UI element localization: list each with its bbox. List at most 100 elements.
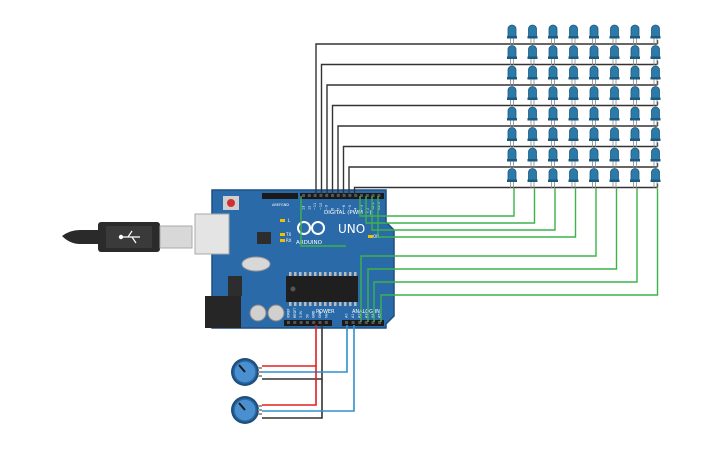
led-r7-c5[interactable] xyxy=(609,168,620,189)
led-r2-c5[interactable] xyxy=(609,65,620,86)
led-r3-c4[interactable] xyxy=(589,86,599,107)
arduino-uno-board[interactable]: UNO ARDUINO DIGITAL (PWM ~) POWER ANALOG… xyxy=(194,189,395,329)
led-r7-c1[interactable] xyxy=(527,168,538,189)
led-r1-c2[interactable] xyxy=(548,45,558,66)
potentiometer-1[interactable] xyxy=(231,358,262,386)
led-r5-c4[interactable] xyxy=(589,127,599,148)
led-r7-c6[interactable] xyxy=(630,168,640,189)
digital-pin-12[interactable] xyxy=(371,194,375,197)
potentiometer-wire-4 xyxy=(262,379,323,419)
led-r5-c6[interactable] xyxy=(630,127,640,148)
led-r0-c2[interactable] xyxy=(548,24,558,45)
led-r3-c1[interactable] xyxy=(527,86,538,107)
digital-pin-2[interactable] xyxy=(313,194,317,197)
led-r5-c5[interactable] xyxy=(609,127,620,148)
led-r4-c6[interactable] xyxy=(630,106,640,127)
led-r5-c0[interactable] xyxy=(507,127,517,148)
led-r1-c7[interactable] xyxy=(650,45,661,66)
analog-pin-4[interactable] xyxy=(371,321,375,324)
row-wire-0 xyxy=(315,43,658,194)
power-pin-1[interactable] xyxy=(293,321,297,324)
led-r6-c3[interactable] xyxy=(568,147,579,168)
led-r2-c3[interactable] xyxy=(568,65,579,86)
digital-pin-5[interactable] xyxy=(331,194,334,197)
led-r0-c0[interactable] xyxy=(507,24,517,45)
led-r1-c3[interactable] xyxy=(568,45,579,66)
led-r1-c0[interactable] xyxy=(507,45,517,66)
digital-pin-9[interactable] xyxy=(354,194,358,197)
analog-pin-2[interactable] xyxy=(358,321,362,324)
led-r4-c1[interactable] xyxy=(527,106,538,127)
led-r4-c7[interactable] xyxy=(650,106,661,127)
led-r3-c3[interactable] xyxy=(568,86,579,107)
led-r3-c5[interactable] xyxy=(609,86,620,107)
potentiometer-2[interactable] xyxy=(231,396,262,424)
power-pin-6[interactable] xyxy=(324,321,328,324)
led-r5-c3[interactable] xyxy=(568,127,579,148)
digital-pin-1[interactable] xyxy=(307,194,311,197)
led-r3-c2[interactable] xyxy=(548,86,558,107)
led-r0-c1[interactable] xyxy=(527,24,538,45)
led-r1-c5[interactable] xyxy=(609,45,620,66)
led-r1-c4[interactable] xyxy=(589,45,599,66)
led-r6-c0[interactable] xyxy=(507,147,517,168)
led-r2-c1[interactable] xyxy=(527,65,538,86)
led-r4-c5[interactable] xyxy=(609,106,620,127)
led-matrix[interactable] xyxy=(507,24,661,189)
led-r0-c6[interactable] xyxy=(630,24,640,45)
led-r2-c4[interactable] xyxy=(589,65,599,86)
led-r3-c0[interactable] xyxy=(507,86,517,107)
led-r2-c0[interactable] xyxy=(507,65,517,86)
digital-pin-10[interactable] xyxy=(360,194,363,197)
led-r0-c3[interactable] xyxy=(568,24,579,45)
digital-pin-11[interactable] xyxy=(365,194,369,197)
power-pin-0[interactable] xyxy=(287,321,290,324)
analog-pin-5[interactable] xyxy=(378,321,381,324)
analog-pin-1[interactable] xyxy=(351,321,355,324)
analog-pin-0[interactable] xyxy=(345,321,348,324)
led-r5-c2[interactable] xyxy=(548,127,558,148)
digital-pin-3[interactable] xyxy=(319,194,323,197)
led-r7-c3[interactable] xyxy=(568,168,579,189)
led-r6-c4[interactable] xyxy=(589,147,599,168)
led-r7-c2[interactable] xyxy=(548,168,558,189)
digital-pin-7[interactable] xyxy=(342,194,346,197)
led-r5-c7[interactable] xyxy=(650,127,661,148)
led-r2-c6[interactable] xyxy=(630,65,640,86)
led-r6-c5[interactable] xyxy=(609,147,620,168)
led-r1-c6[interactable] xyxy=(630,45,640,66)
digital-pin-0[interactable] xyxy=(302,194,305,197)
led-r7-c4[interactable] xyxy=(589,168,599,189)
power-pin-5[interactable] xyxy=(318,321,322,324)
led-r2-c2[interactable] xyxy=(548,65,558,86)
digital-pin-6[interactable] xyxy=(336,194,340,197)
led-r0-c7[interactable] xyxy=(650,24,661,45)
led-r0-c5[interactable] xyxy=(609,24,620,45)
led-r7-c0[interactable] xyxy=(507,168,517,189)
digital-pin-13[interactable] xyxy=(377,194,381,197)
analog-pin-3[interactable] xyxy=(364,321,368,324)
led-r4-c3[interactable] xyxy=(568,106,579,127)
led-r6-c6[interactable] xyxy=(630,147,640,168)
reset-button-cap xyxy=(227,199,235,207)
led-r7-c7[interactable] xyxy=(650,168,661,189)
led-r1-c1[interactable] xyxy=(527,45,538,66)
led-r4-c2[interactable] xyxy=(548,106,558,127)
power-pin-4[interactable] xyxy=(312,321,316,324)
led-r6-c1[interactable] xyxy=(527,147,538,168)
usb-cable[interactable] xyxy=(62,222,193,252)
power-pin-3[interactable] xyxy=(305,321,309,324)
led-r4-c0[interactable] xyxy=(507,106,517,127)
led-r4-c4[interactable] xyxy=(589,106,599,127)
digital-pin-4[interactable] xyxy=(325,194,329,197)
led-r2-c7[interactable] xyxy=(650,65,661,86)
led-r3-c7[interactable] xyxy=(650,86,661,107)
digital-pin-8[interactable] xyxy=(348,194,352,197)
led-r3-c6[interactable] xyxy=(630,86,640,107)
power-pin-2[interactable] xyxy=(299,321,303,324)
led-r6-c2[interactable] xyxy=(548,147,558,168)
led-r5-c1[interactable] xyxy=(527,127,538,148)
led-r0-c4[interactable] xyxy=(589,24,599,45)
led-r6-c7[interactable] xyxy=(650,147,661,168)
